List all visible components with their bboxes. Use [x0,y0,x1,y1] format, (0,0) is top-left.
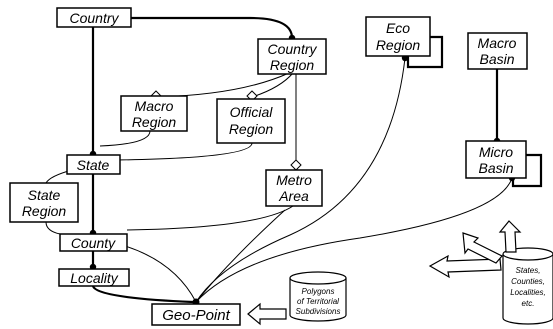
database-territorial-polygons: Polygons of Territorial Subdivisions [289,271,347,322]
svg-text:State: State [28,187,61,203]
arrow-sources-to-ecoregion [498,220,522,253]
link-metroarea-county [126,205,294,231]
svg-text:Area: Area [278,188,309,204]
svg-text:State: State [77,157,110,173]
svg-text:of Territorial: of Territorial [297,297,339,306]
selfloop-ecoregion [406,35,444,69]
svg-text:Geo-Point: Geo-Point [162,307,230,324]
svg-text:Basin: Basin [479,51,514,67]
svg-text:Region: Region [22,203,67,219]
entity-country-region: Country Region [257,38,327,75]
svg-text:Official: Official [230,104,274,120]
aggregation-diamond [290,159,302,171]
svg-text:Basin: Basin [478,160,513,176]
link-countryregion-officialregion [251,72,294,98]
arrow-sources-to-microbasin [462,232,503,264]
svg-text:Region: Region [270,57,315,73]
entity-state: State [66,154,121,175]
link-geopoint-metroarea [195,209,286,303]
link-geopoint-county [124,245,197,303]
entity-micro-basin: Micro Basin [465,140,527,179]
svg-text:Country: Country [69,10,119,26]
entity-official-region: Official Region [216,98,286,144]
entity-country: Country [56,7,132,28]
svg-text:County: County [71,235,116,251]
entity-eco-region: Eco Region [365,16,431,57]
arrow-sources-to-geopoint [428,254,502,279]
svg-text:etc.: etc. [522,299,535,308]
link-countryregion-macroregion [155,72,290,98]
svg-text:Macro: Macro [135,98,174,114]
svg-text:Region: Region [229,121,274,137]
link-country-countryregion [93,16,294,39]
arrow-polygons-to-geopoint [247,302,287,326]
entity-macro-region: Macro Region [120,95,188,132]
entity-macro-basin: Macro Basin [467,32,528,70]
selfloop-microbasin [511,153,543,188]
link-geopoint-ecoregion [195,57,406,303]
svg-text:Subdivisions: Subdivisions [296,307,341,316]
entity-county: County [59,233,128,252]
link-stateregion-county [45,221,61,235]
entity-geo-point: Geo-Point [151,303,241,326]
link-geopoint-microbasin [195,177,513,303]
svg-text:Metro: Metro [276,172,312,188]
svg-text:States,: States, [516,266,541,275]
link-locality-geopoint [91,285,194,304]
entity-state-region: State Region [9,182,79,223]
svg-text:Region: Region [376,37,421,53]
link-officialregion-state [116,142,253,161]
svg-text:Macro: Macro [478,35,517,51]
svg-text:Region: Region [132,114,177,130]
svg-text:Micro: Micro [479,144,513,160]
svg-text:Locality: Locality [70,270,118,286]
svg-text:Counties,: Counties, [511,277,545,286]
svg-text:Eco: Eco [386,20,410,36]
svg-text:Polygons: Polygons [302,287,335,296]
svg-text:Country: Country [267,41,317,57]
database-admin-sources: States, Counties, Localities, etc. [502,247,553,325]
svg-text:Localities,: Localities, [510,288,546,297]
link-macroregion-state [99,130,151,147]
entity-metro-area: Metro Area [265,169,323,207]
entity-locality: Locality [58,268,130,287]
